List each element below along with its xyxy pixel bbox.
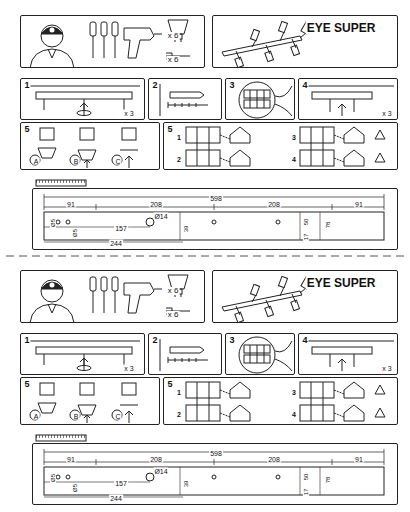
dimension-label: 91 bbox=[66, 456, 76, 463]
dimension-label: 157 bbox=[114, 480, 128, 487]
dimension-label: 91 bbox=[354, 201, 364, 208]
dimension-label: 17 bbox=[303, 233, 309, 242]
dimension-label: 244 bbox=[109, 495, 123, 502]
dimension-label: 50 bbox=[303, 473, 309, 482]
variant-letter: A bbox=[33, 413, 40, 420]
quantity-label: x 6 bbox=[167, 311, 180, 319]
callout-number: 2 bbox=[176, 411, 182, 418]
callout-number: 1 bbox=[176, 389, 182, 396]
step-panel: 51 2 3 4 bbox=[163, 377, 398, 425]
callout-number: 2 bbox=[176, 156, 182, 163]
dimension-label: 208 bbox=[149, 201, 163, 208]
dimension-label: 78 bbox=[325, 476, 331, 485]
step-number: 5 bbox=[23, 125, 30, 134]
step-number: 3 bbox=[228, 81, 235, 90]
quantity-label: x 3 bbox=[381, 110, 392, 117]
quantity-label: x 3 bbox=[123, 110, 134, 117]
callout-number: 1 bbox=[176, 134, 182, 141]
step-panel: 5A B C bbox=[20, 122, 160, 170]
dimension-label: Ø14 bbox=[153, 468, 168, 475]
step-number: 4 bbox=[301, 336, 308, 345]
step-number: 5 bbox=[166, 380, 173, 389]
tools-panel: x 6 x 6 bbox=[20, 270, 205, 323]
step-number: 2 bbox=[151, 81, 158, 90]
dimension-label: Ø5 bbox=[72, 228, 78, 238]
product-panel: EYE SUPER bbox=[212, 15, 398, 68]
step-panel: 3 bbox=[225, 333, 295, 375]
step-panel: 3 bbox=[225, 78, 295, 120]
variant-letter: B bbox=[73, 413, 80, 420]
dimension-label: 157 bbox=[114, 225, 128, 232]
product-name: EYE SUPER bbox=[306, 277, 377, 289]
dimension-label: 78 bbox=[325, 221, 331, 230]
quantity-label: x 6 bbox=[167, 32, 180, 40]
dimension-label: Ø5 bbox=[72, 483, 78, 493]
callout-number: 4 bbox=[291, 156, 297, 163]
step-number: 2 bbox=[151, 336, 158, 345]
callout-number: 3 bbox=[291, 389, 297, 396]
dimension-label: Ø14 bbox=[153, 213, 168, 220]
step-panel: 1 x 3 bbox=[20, 78, 145, 120]
dimension-label: 598 bbox=[209, 195, 223, 202]
product-panel: EYE SUPER bbox=[212, 270, 398, 323]
step-number: 1 bbox=[23, 81, 30, 90]
dimension-label: 17 bbox=[303, 488, 309, 497]
dimension-label: 91 bbox=[66, 201, 76, 208]
product-name: EYE SUPER bbox=[306, 22, 377, 34]
callout-number: 4 bbox=[291, 411, 297, 418]
step-number: 1 bbox=[23, 336, 30, 345]
dimension-label: 208 bbox=[267, 456, 281, 463]
step-panel: 2 bbox=[148, 333, 222, 375]
step-panel: 5A B C bbox=[20, 377, 160, 425]
dimension-label: 39 bbox=[183, 480, 189, 489]
dimension-label: 208 bbox=[267, 201, 281, 208]
tools-panel: x 6 x 6 bbox=[20, 15, 205, 68]
step-panel: 1 x 3 bbox=[20, 333, 145, 375]
step-panel: 2 bbox=[148, 78, 222, 120]
dimension-label: 91 bbox=[354, 456, 364, 463]
step-number: 5 bbox=[166, 125, 173, 134]
dimension-label: Ø5 bbox=[50, 218, 56, 228]
step-panel: 4 x 3 bbox=[298, 333, 398, 375]
dimension-label: 244 bbox=[109, 240, 123, 247]
dimension-label: 50 bbox=[303, 218, 309, 227]
step-panel: 4 x 3 bbox=[298, 78, 398, 120]
step-number: 4 bbox=[301, 81, 308, 90]
quantity-label: x 3 bbox=[381, 365, 392, 372]
variant-letter: C bbox=[114, 413, 121, 420]
step-number: 3 bbox=[228, 336, 235, 345]
step-panel: 51 2 3 4 bbox=[163, 122, 398, 170]
dimension-label: 39 bbox=[183, 225, 189, 234]
dimension-label: 208 bbox=[149, 456, 163, 463]
variant-letter: B bbox=[73, 158, 80, 165]
callout-number: 3 bbox=[291, 134, 297, 141]
dimension-label: 598 bbox=[209, 450, 223, 457]
dimension-panel: 5989120820891Ø5Ø5Ø1415739244507817 bbox=[32, 188, 398, 250]
variant-letter: A bbox=[33, 158, 40, 165]
step-number: 5 bbox=[23, 380, 30, 389]
dimension-panel: 5989120820891Ø5Ø5Ø1415739244507817 bbox=[32, 443, 398, 505]
quantity-label: x 6 bbox=[167, 56, 180, 64]
quantity-label: x 6 bbox=[167, 287, 180, 295]
variant-letter: C bbox=[114, 158, 121, 165]
dimension-label: Ø5 bbox=[50, 473, 56, 483]
quantity-label: x 3 bbox=[123, 365, 134, 372]
